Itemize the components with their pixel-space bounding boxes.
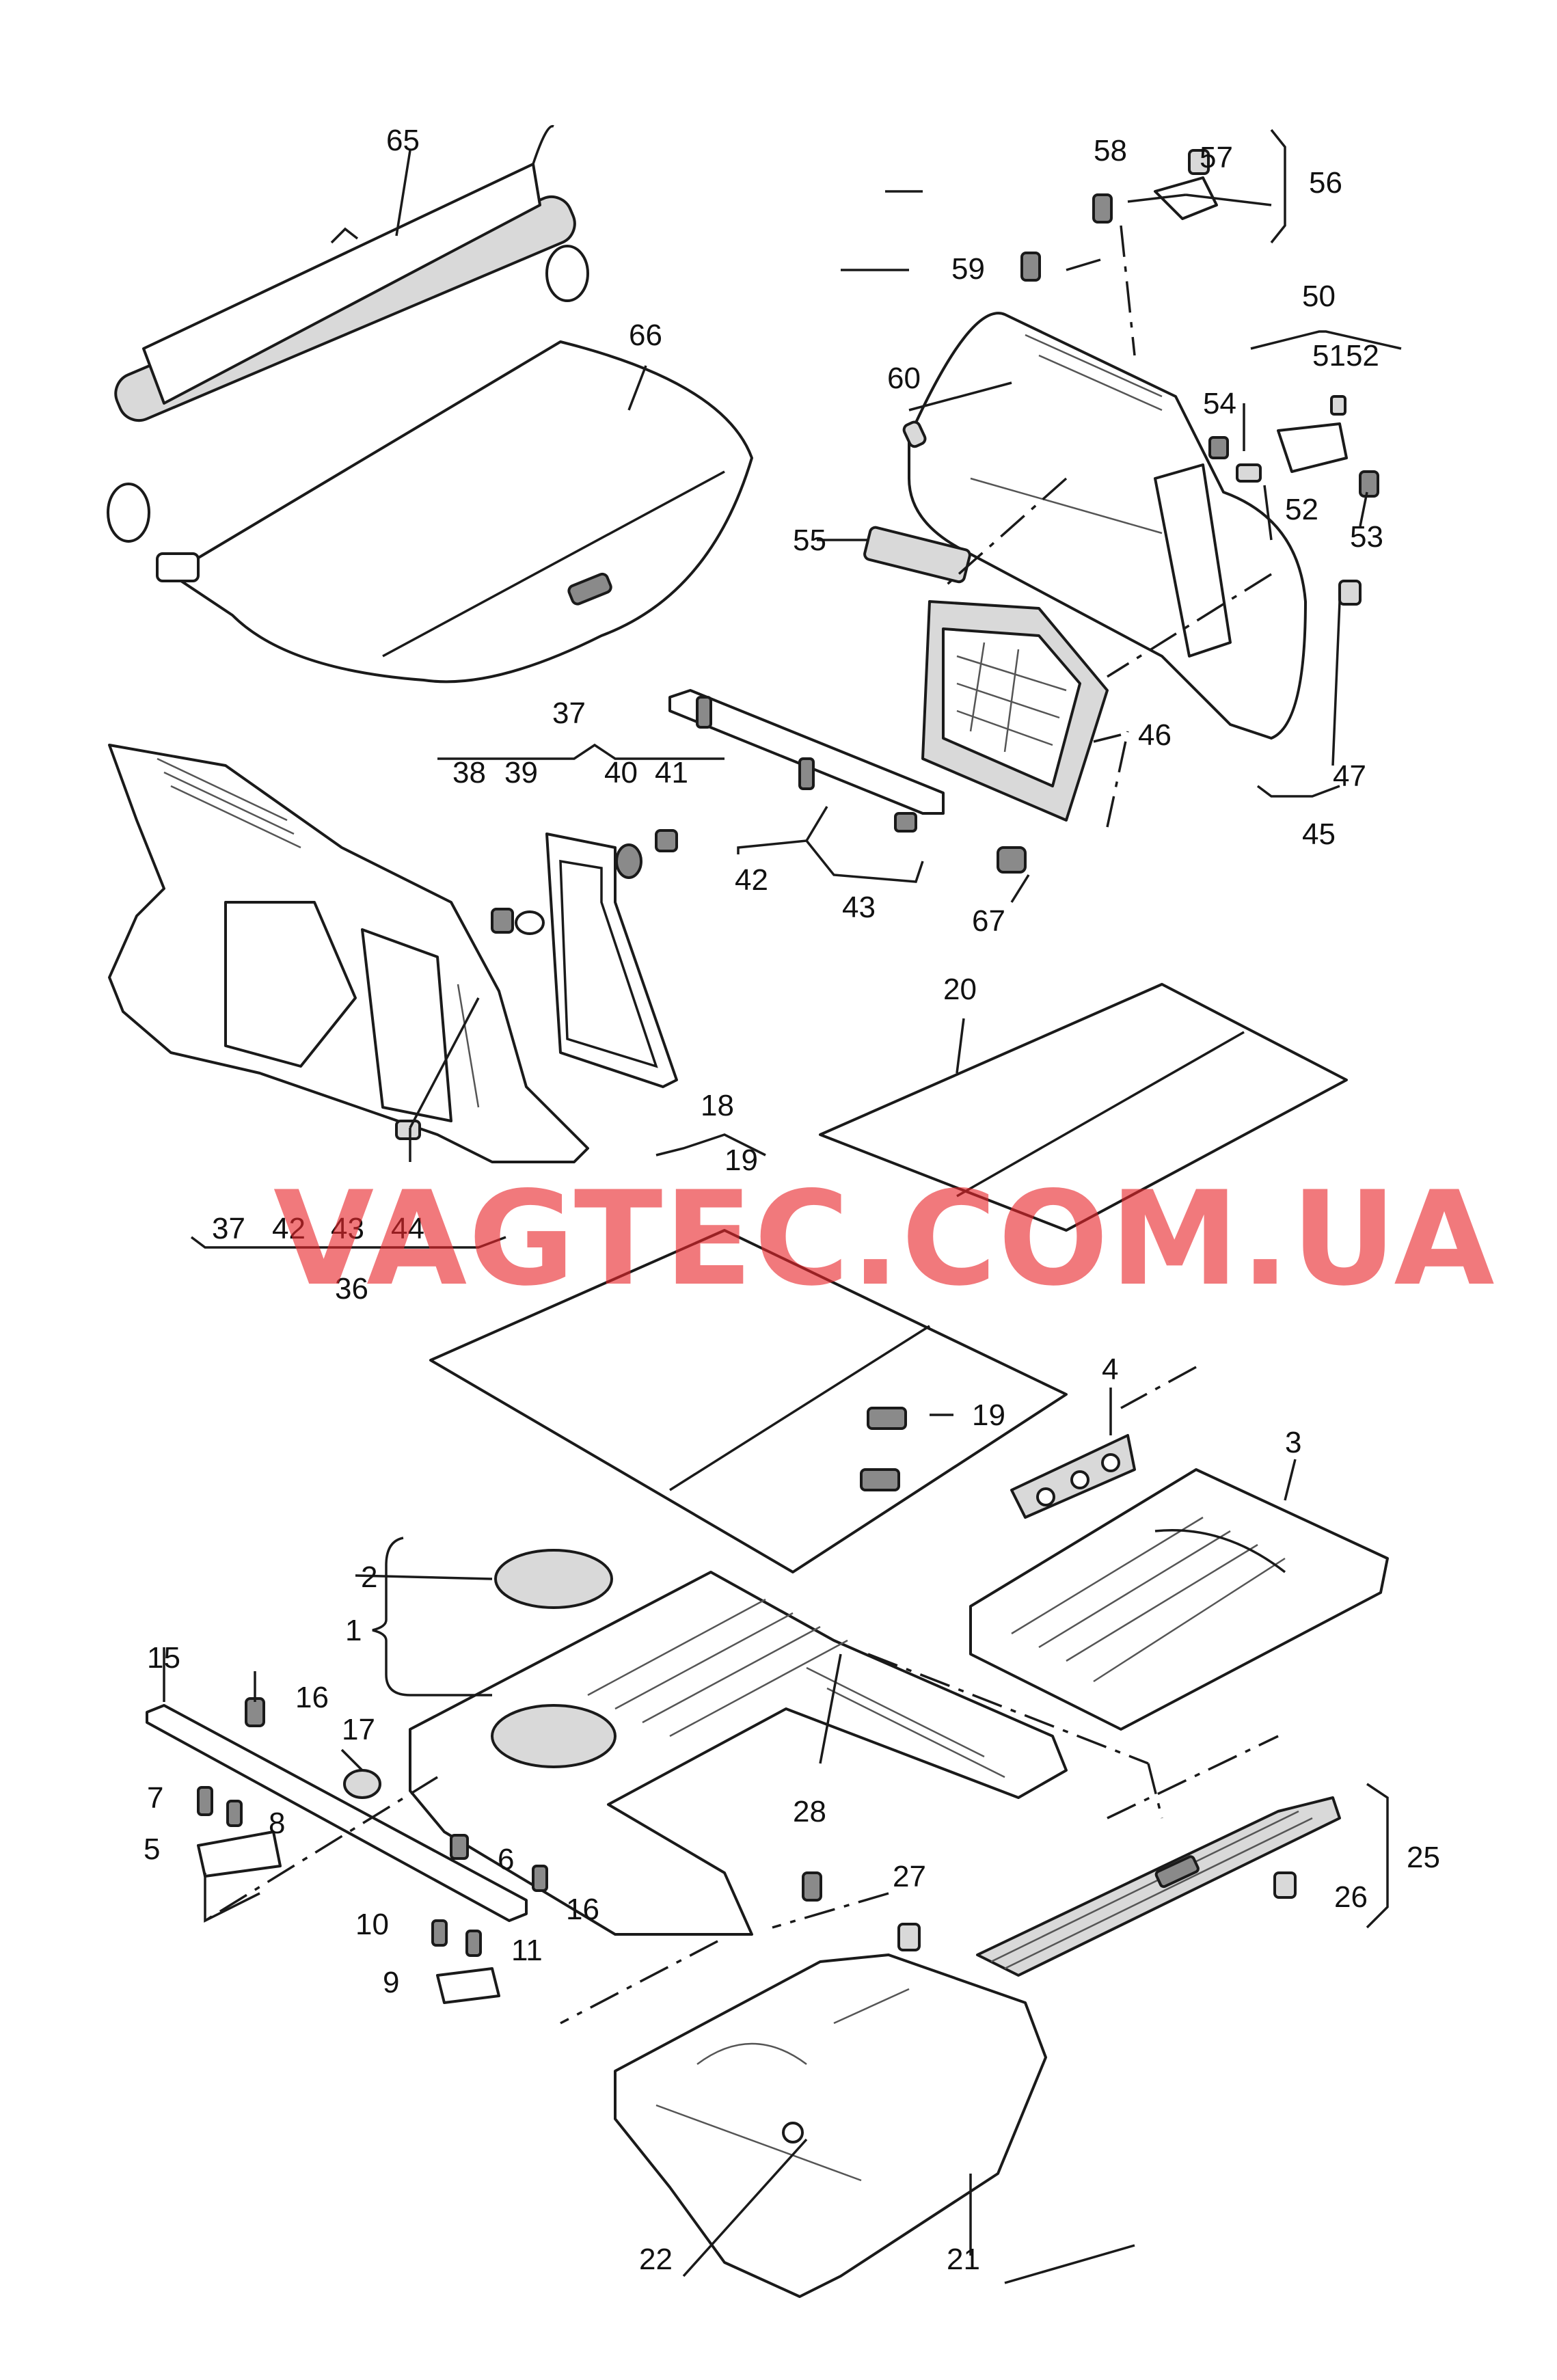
- part-25-sill-panel[interactable]: [976, 1796, 1341, 1977]
- part-4-insert[interactable]: [1010, 1434, 1136, 1519]
- callout-18: 18: [701, 1089, 734, 1122]
- callout-36: 36: [335, 1272, 368, 1306]
- callout-40: 40: [604, 756, 638, 789]
- callout-28: 28: [793, 1795, 826, 1828]
- callout-19-top: 19: [725, 1144, 758, 1177]
- callout-1: 1: [345, 1614, 362, 1647]
- callout-4: 4: [1102, 1353, 1118, 1386]
- part-18-luggage-floor[interactable]: [429, 1229, 1068, 1573]
- part-21-spare-wheel-well[interactable]: [614, 1953, 1047, 2298]
- callout-5152: 5152: [1312, 339, 1379, 373]
- callout-45: 45: [1302, 817, 1336, 851]
- part-1-floor-pan[interactable]: [409, 1549, 1068, 1936]
- callout-37-bottom: 37: [212, 1212, 245, 1245]
- callout-7: 7: [147, 1781, 163, 1815]
- callout-55: 55: [793, 524, 826, 557]
- callout-8: 8: [269, 1807, 285, 1840]
- leader-lines: [163, 129, 1402, 2284]
- callout-39: 39: [504, 756, 538, 789]
- watermark-text: VAGTEC.COM.UA: [273, 1163, 1496, 1314]
- callout-27: 27: [893, 1860, 926, 1893]
- callout-42-top: 42: [735, 863, 768, 897]
- callout-21: 21: [947, 2243, 980, 2276]
- callout-53: 53: [1350, 520, 1383, 554]
- callout-56: 56: [1309, 166, 1342, 200]
- callout-43-bottom: 43: [331, 1212, 364, 1245]
- callout-11: 11: [511, 1934, 543, 1967]
- part-65-cover-roller[interactable]: [107, 124, 589, 543]
- callout-16-bottom: 16: [566, 1893, 599, 1926]
- callout-9: 9: [383, 1966, 399, 1999]
- callout-22: 22: [639, 2243, 673, 2276]
- callout-42-bottom: 42: [272, 1212, 306, 1245]
- callout-66: 66: [629, 319, 662, 352]
- callout-3: 3: [1285, 1426, 1301, 1459]
- callout-5: 5: [144, 1833, 160, 1866]
- callout-20: 20: [943, 973, 977, 1006]
- callout-65: 65: [386, 124, 420, 157]
- callout-47: 47: [1333, 759, 1366, 793]
- callout-58: 58: [1094, 134, 1127, 167]
- callout-46: 46: [1138, 718, 1172, 752]
- fasteners: [197, 149, 1379, 2004]
- callout-26: 26: [1334, 1880, 1368, 1914]
- part-45-side-trim-right[interactable]: [908, 312, 1307, 740]
- part-36-side-trim-left[interactable]: [108, 744, 589, 1163]
- callout-labels: 65 66 58 57 56 59 50 60 5152 54 52 53 55…: [144, 124, 1440, 2276]
- part-3-floor-tray[interactable]: [969, 1468, 1389, 1731]
- callout-43-top: 43: [842, 891, 876, 924]
- callout-38: 38: [452, 756, 486, 789]
- callout-50: 50: [1302, 280, 1336, 313]
- callout-52: 52: [1285, 493, 1318, 526]
- part-20-floor-cover[interactable]: [819, 983, 1348, 1232]
- callout-25: 25: [1407, 1841, 1440, 1874]
- callout-6: 6: [498, 1843, 514, 1876]
- callout-54: 54: [1203, 387, 1236, 420]
- callout-19: 19: [972, 1398, 1005, 1432]
- callout-41: 41: [655, 756, 688, 789]
- part-66-cover-panel[interactable]: [156, 340, 753, 684]
- callout-57: 57: [1200, 141, 1233, 174]
- part-37-panel[interactable]: [545, 833, 678, 1088]
- callout-67: 67: [972, 904, 1005, 938]
- callout-15: 15: [147, 1641, 180, 1675]
- callout-10: 10: [355, 1908, 389, 1941]
- part-15-sill-strip[interactable]: [146, 1704, 528, 1922]
- part-42-trim-strip[interactable]: [668, 689, 945, 833]
- callout-2: 2: [361, 1560, 377, 1594]
- part-46-storage-net[interactable]: [921, 600, 1109, 822]
- callout-60: 60: [887, 362, 921, 395]
- callout-44: 44: [391, 1212, 424, 1245]
- callout-59: 59: [951, 252, 985, 286]
- callout-37-top: 37: [552, 697, 586, 730]
- callout-17: 17: [342, 1713, 375, 1746]
- callout-16-top: 16: [295, 1681, 329, 1714]
